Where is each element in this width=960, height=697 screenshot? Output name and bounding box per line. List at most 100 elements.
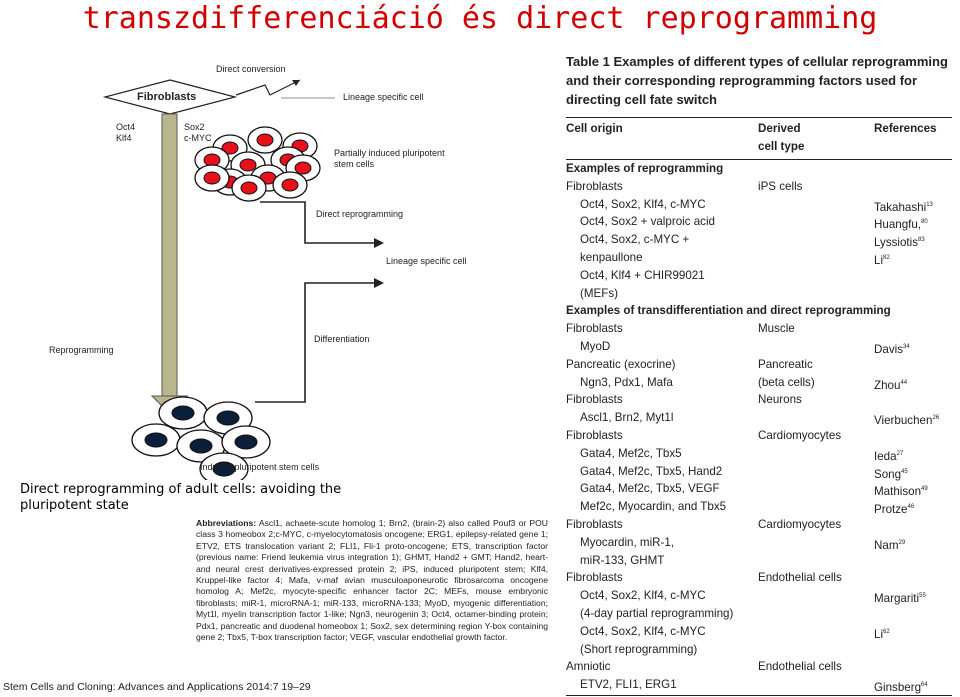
- reference-number: 62: [883, 628, 890, 635]
- ips-cells: [131, 396, 271, 480]
- table-cell-origin: Oct4, Sox2 + valproic acid: [580, 215, 716, 229]
- table-cell-reference: Huangfu,80: [874, 213, 928, 234]
- table-cell-origin: Amniotic: [566, 660, 611, 674]
- lineage-specific-top-label: Lineage specific cell: [343, 92, 424, 102]
- partial-ips-cell-nucleus: [239, 158, 257, 172]
- table-cell-reference: Ginsberg64: [874, 676, 928, 697]
- table-cell-origin: kenpaullone: [580, 251, 643, 264]
- table-cell-origin: Pancreatic (exocrine): [566, 357, 676, 371]
- reference-number: 29: [898, 539, 906, 546]
- reference-number: 13: [926, 201, 933, 208]
- ips-cell-nucleus: [189, 438, 213, 454]
- reference-author: Ginsberg: [874, 681, 922, 695]
- partial-ips-cell-nucleus: [256, 133, 274, 147]
- table-cell-origin: Gata4, Mef2c, Tbx5, Hand2: [580, 464, 723, 478]
- reference-number: 46: [907, 504, 915, 511]
- direct-reprogramming-arrow: [260, 201, 375, 244]
- differentiation-label: Differentiation: [314, 334, 370, 344]
- partial-ips-cell-nucleus: [203, 153, 221, 167]
- partial-ips-cell-nucleus: [203, 171, 221, 185]
- reference-author: Song: [874, 467, 902, 481]
- reprogramming-arrow: [161, 113, 178, 397]
- ips-cell-nucleus: [171, 405, 195, 421]
- table-cell-origin: Fibroblasts: [566, 179, 623, 193]
- table-cell-reference: Ieda27: [874, 445, 903, 466]
- table-cell-reference: Takahashi13: [874, 196, 933, 217]
- table-cell-reference: Vierbuchen26: [874, 409, 939, 430]
- ips-cell-nucleus: [212, 461, 236, 477]
- reference-number: 34: [903, 344, 910, 350]
- table-cell-derived: Pancreatic: [758, 357, 813, 371]
- table-cell-reference: Davis34: [874, 338, 910, 359]
- table-cell-reference: Protze46: [874, 498, 914, 519]
- table-cell-derived: Cardiomyocytes: [758, 429, 842, 442]
- reference-author: Margariti: [874, 592, 920, 606]
- table-cell-origin: MyoD: [580, 340, 611, 353]
- table-cell-reference: Nam29: [874, 534, 905, 555]
- table-cell-derived: Neurons: [758, 393, 802, 407]
- reference-author: Mathison: [874, 485, 922, 499]
- reference-number: 55: [919, 593, 926, 600]
- figure-caption: Direct reprogramming of adult cells: avo…: [20, 482, 342, 513]
- table-section-heading: Examples of reprogramming: [566, 162, 724, 175]
- direct-conversion-label: Direct conversion: [216, 64, 286, 74]
- ips-cell-nucleus: [234, 434, 258, 450]
- direct-conversion-arrow: [235, 79, 301, 96]
- reference-author: Lyssiotis: [874, 236, 919, 250]
- table-cell-origin: (4-day partial reprogramming): [580, 607, 734, 620]
- table-cell-origin: Oct4, Sox2, Klf4, c-MYC: [580, 624, 706, 638]
- reprogramming-label: Reprogramming: [49, 345, 114, 355]
- ips-cell-nucleus: [216, 410, 240, 426]
- reprogramming-table: Table 1 Examples of different types of c…: [566, 52, 952, 696]
- table-cell-origin: Gata4, Mef2c, Tbx5: [580, 446, 682, 460]
- reference-number: 64: [921, 682, 928, 689]
- table-cell-derived: Endothelial cells: [758, 571, 842, 585]
- table-cell-derived: (beta cells): [758, 375, 815, 389]
- reference-number: 44: [900, 379, 908, 386]
- reference-number: 49: [921, 486, 928, 493]
- factors-left-label: Oct4 Klf4: [116, 122, 136, 143]
- reference-author: Protze: [874, 503, 908, 517]
- table-cell-derived: Muscle: [758, 322, 795, 336]
- partial-ips-label: Partially induced pluripotent stem cells: [334, 148, 445, 169]
- table-cell-reference: Song45: [874, 463, 908, 484]
- abbreviations-text: Ascl1, achaete-scute homolog 1; Brn2, (b…: [196, 518, 548, 643]
- table-cell-origin: Fibroblasts: [566, 393, 623, 407]
- lineage-specific-mid-label: Lineage specific cell: [386, 256, 467, 266]
- reference-author: Li: [874, 253, 884, 267]
- reference-author: Zhou: [874, 378, 901, 392]
- page-title: transzdifferenciáció és direct reprogram…: [82, 1, 878, 36]
- table-cell-origin: Oct4, Sox2, c-MYC +: [580, 233, 690, 247]
- partial-ips-cell-nucleus: [221, 141, 239, 155]
- table-cell-origin: Gata4, Mef2c, Tbx5, VEGF: [580, 482, 720, 496]
- reference-author: Nam: [874, 538, 899, 552]
- table-cell-origin: Ngn3, Pdx1, Mafa: [580, 375, 673, 389]
- table-cell-derived: Cardiomyocytes: [758, 518, 842, 531]
- reference-author: Takahashi: [874, 200, 927, 214]
- factors-right-label: Sox2 c-MYC: [184, 122, 212, 143]
- table-bottom-rule: [566, 695, 952, 696]
- table-cell-origin: Fibroblasts: [566, 429, 623, 442]
- table-cell-origin: Oct4, Klf4 + CHIR99021: [580, 268, 705, 282]
- table-cell-origin: Myocardin, miR-1,: [580, 535, 675, 549]
- ips-cells-label: Induced pluripotent stem cells: [200, 462, 320, 472]
- partial-ips-cell-nucleus: [294, 161, 312, 175]
- reference-number: 27: [896, 450, 904, 457]
- reference-number: 83: [918, 237, 925, 244]
- table-cell-origin: Oct4, Sox2, Klf4, c-MYC: [580, 589, 706, 603]
- reference-number: 80: [921, 219, 928, 226]
- partial-ips-cells: [194, 126, 321, 202]
- table-cell-reference: Li62: [874, 623, 890, 644]
- reference-author: Davis: [874, 342, 903, 356]
- table-cell-reference: Lyssiotis83: [874, 231, 925, 252]
- abbreviations-block: Abbreviations: Ascl1, achaete-scute homo…: [196, 518, 548, 643]
- table-cell-origin: Mef2c, Myocardin, and Tbx5: [580, 500, 727, 514]
- table-cell-origin: (MEFs): [580, 286, 618, 300]
- table-cell-origin: (Short reprogramming): [580, 642, 698, 656]
- partial-ips-cell-nucleus: [240, 181, 258, 195]
- table-cell-origin: Oct4, Sox2, Klf4, c-MYC: [580, 197, 706, 211]
- reference-author: Li: [874, 627, 884, 641]
- table-cell-derived: iPS cells: [758, 179, 803, 193]
- table-cell-reference: Zhou44: [874, 374, 907, 395]
- reference-number: 82: [883, 255, 890, 261]
